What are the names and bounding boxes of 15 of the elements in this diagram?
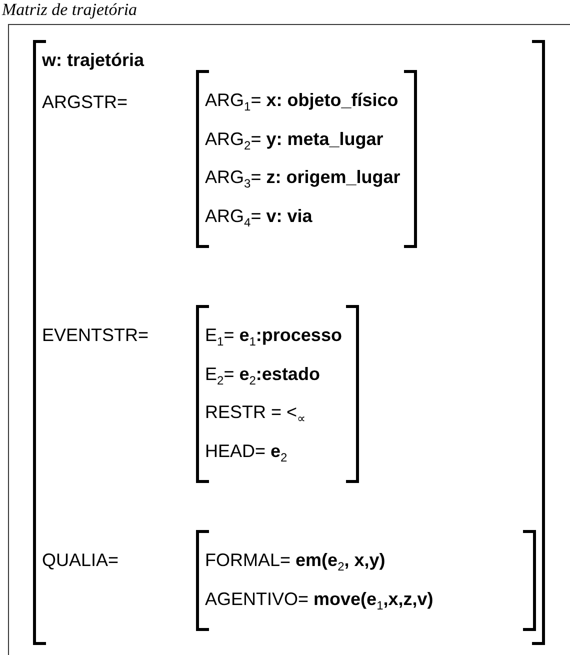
feature-value: ARG$_{4}$= v: via xyxy=(205,204,312,232)
feature-value: ARG$_{1}$= x: objeto_físico xyxy=(205,89,398,116)
feature-value: RESTR = <$_{∝}$ xyxy=(205,401,306,428)
matrix-heading: w: trajetória xyxy=(42,49,144,72)
figure-title: Matriz de trajetória xyxy=(2,0,138,20)
feature-value: FORMAL= em(e$_{2}$, x,y) xyxy=(205,549,386,576)
feature-name: EVENTSTR= xyxy=(42,324,149,347)
feature-name: QUALIA= xyxy=(42,549,119,572)
feature-value: ARG$_{3}$= z: origem_lugar xyxy=(205,166,400,193)
feature-name: ARGSTR= xyxy=(42,91,128,114)
feature-value: ARG$_{2}$= y: meta_lugar xyxy=(205,128,384,154)
feature-value: HEAD= e$_{2}$ xyxy=(205,440,288,466)
feature-value: AGENTIVO= move(e$_{1}$,x,z,v) xyxy=(205,588,434,614)
feature-value: E$_{2}$= e$_{2}$:estado xyxy=(205,362,320,390)
feature-value: E$_{1}$= e$_{1}$:processo xyxy=(205,324,342,351)
